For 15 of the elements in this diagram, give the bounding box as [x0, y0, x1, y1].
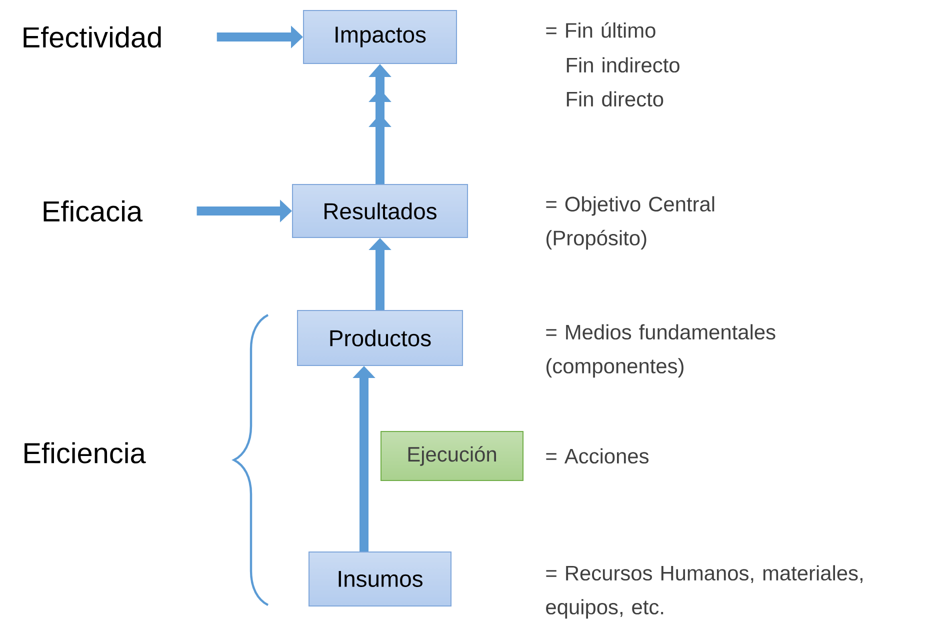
process-box: Impactos [303, 10, 457, 64]
process-box: Insumos [308, 552, 452, 606]
description-text: = Medios fundamentales (componentes) [546, 324, 776, 378]
process-box: Resultados [292, 184, 468, 238]
description-text: = Recursos Humanos, materiales, equipos, etc. [546, 565, 862, 619]
process-box: Ejecución [380, 431, 524, 481]
description-text: = Objetivo Central (Propósito) [546, 196, 714, 250]
process-box: Productos [297, 310, 463, 366]
level-label: Efectividad [24, 26, 161, 48]
description-text: = Acciones [546, 448, 648, 464]
description-text: = Fin último [546, 22, 656, 38]
description-text: Fin indirecto [566, 57, 680, 73]
description-text: Fin directo [566, 91, 664, 107]
level-label: Eficacia [44, 200, 143, 222]
level-label: Eficiencia [24, 442, 146, 464]
